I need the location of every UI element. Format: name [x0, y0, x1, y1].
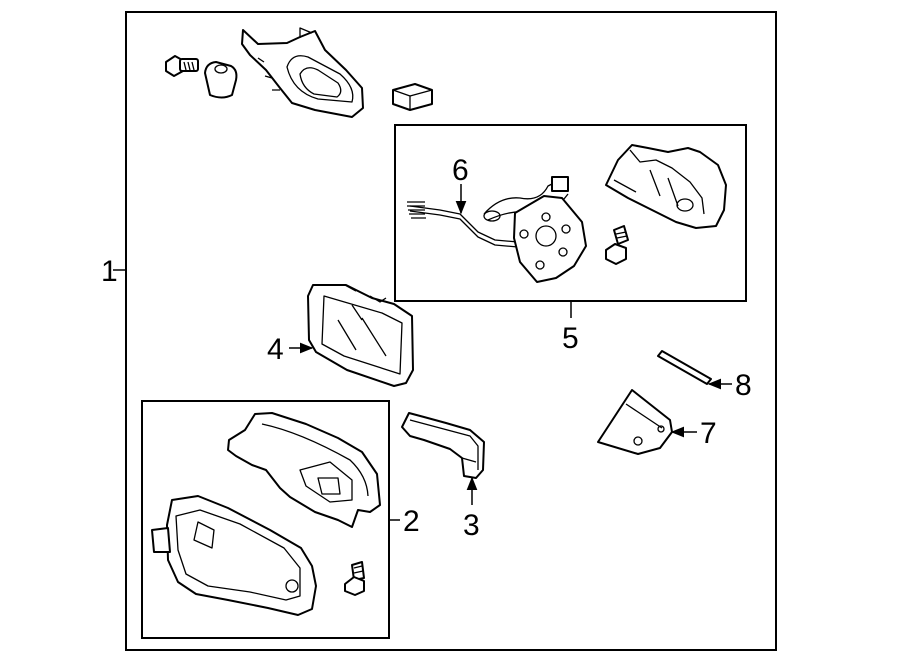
callout-7: 7	[700, 417, 717, 450]
callout-6: 6	[452, 154, 469, 187]
assembly-frame	[125, 11, 777, 651]
callout-8: 8	[735, 369, 752, 402]
callout-2: 2	[403, 505, 420, 538]
mirror-glass	[307, 284, 414, 387]
cover-screw	[344, 561, 365, 596]
mount-bolt	[165, 55, 199, 77]
signal-lamp-lens	[401, 412, 485, 479]
motor-housing	[605, 144, 727, 229]
motor-screw	[605, 225, 629, 265]
cover-lower-shell	[151, 495, 317, 616]
seal-strip	[657, 350, 712, 385]
callout-4: 4	[267, 333, 284, 366]
mirror-base-mount	[241, 27, 364, 118]
wire-connector	[392, 83, 433, 111]
callout-3: 3	[463, 509, 480, 542]
cover-upper-shell	[227, 412, 381, 528]
mount-bushing	[204, 61, 238, 99]
mirror-motor	[513, 195, 587, 283]
trim-cover	[597, 389, 673, 455]
callout-5: 5	[562, 322, 579, 355]
callout-1: 1	[101, 255, 118, 288]
